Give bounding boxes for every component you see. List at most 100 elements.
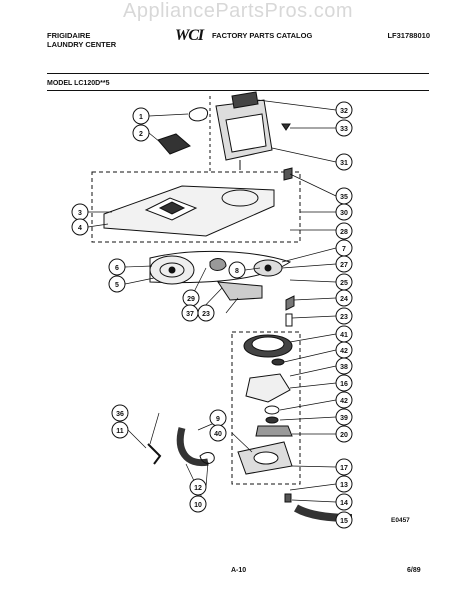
callout-5 [108,275,126,293]
drive-pulley-icon [149,255,195,285]
pump-cover-icon [243,334,293,358]
pad-icon [157,133,191,155]
idler-pulley-icon [209,258,227,271]
diagram-code: E0457 [391,517,410,524]
callout-label-23b: 23 [340,314,348,321]
callout-label-20: 20 [340,432,348,439]
hose-clamp-icon [147,443,162,465]
callout-label-36: 36 [116,411,124,418]
callout-28 [335,222,353,240]
callout-20 [335,425,353,443]
callout-label-35: 35 [340,194,348,201]
callout-label-12: 12 [194,485,202,492]
motor-icon [215,91,273,170]
pump-body-icon [237,441,293,475]
callout-31 [335,153,353,171]
callout-label-7: 7 [342,246,346,253]
callout-label-24: 24 [340,296,348,303]
callout-27 [335,255,353,273]
callout-37 [181,304,199,322]
callout-42b [335,391,353,409]
callout-33 [335,119,353,137]
o-ring-icon [264,405,280,415]
callout-label-5: 5 [115,282,119,289]
callout-42 [335,341,353,359]
wci-logo: WCI [175,27,204,44]
callout-label-13: 13 [340,482,348,489]
callout-16 [335,374,353,392]
callout-label-38: 38 [340,364,348,371]
callout-label-42b: 42 [340,398,348,405]
drive-belt-icon [149,250,292,284]
model-rule [47,90,429,91]
callout-6 [108,258,126,276]
bracket-icon [217,281,263,301]
callout-25 [335,273,353,291]
callout-12 [189,478,207,496]
callout-label-30: 30 [340,210,348,217]
revision-date: 6/89 [407,567,421,574]
callout-label-10: 10 [194,502,202,509]
callout-label-2: 2 [139,131,143,138]
callout-label-15: 15 [340,518,348,525]
callout-label-4: 4 [78,225,82,232]
catalog-number: LF31788010 [387,31,430,40]
washer-icon [265,416,279,424]
callout-15 [335,511,353,529]
callout-13 [335,475,353,493]
screw-icon [284,493,292,503]
callout-label-41: 41 [340,332,348,339]
callout-1 [132,107,150,125]
callout-label-31: 31 [340,160,348,167]
clamp-icon [199,452,215,464]
callout-label-11: 11 [116,428,124,435]
grommet-icon [188,107,208,122]
brand-name: FRIGIDAIRE [47,31,91,40]
callout-label-17: 17 [340,465,348,472]
callout-11 [111,421,129,439]
base-plate-icon [103,185,275,237]
seal-icon [271,358,285,366]
gasket-icon [245,373,291,403]
callout-32 [335,101,353,119]
callout-label-6: 6 [115,265,119,272]
callout-label-14: 14 [340,500,348,507]
callout-40 [209,424,227,442]
callout-label-28: 28 [340,229,348,236]
nut-icon [285,295,295,311]
callout-label-16: 16 [340,381,348,388]
callout-8 [228,261,246,279]
fastener-icon [283,167,293,181]
callout-2 [132,124,150,142]
callout-label-25: 25 [340,280,348,287]
callout-label-32: 32 [340,108,348,115]
callout-label-37: 37 [186,311,194,318]
brand-header: FRIGIDAIRE LAUNDRY CENTER [47,31,116,49]
callout-10 [189,495,207,513]
callout-39 [335,408,353,426]
callout-label-39: 39 [340,415,348,422]
product-line: LAUNDRY CENTER [47,40,117,49]
drain-hose-icon [176,427,209,467]
callout-14 [335,493,353,511]
callout-23b [335,307,353,325]
impeller-icon [255,425,293,437]
callout-label-1: 1 [139,114,143,121]
callout-label-29: 29 [187,296,195,303]
page-number: A-10 [231,567,247,574]
callout-label-23: 23 [202,311,210,318]
callout-label-27: 27 [340,262,348,269]
spring-icon [285,313,293,327]
callout-4 [71,218,89,236]
bolt-icon [281,123,291,131]
catalog-title: FACTORY PARTS CATALOG [212,31,313,40]
header-rule [47,73,429,74]
callout-36 [111,404,129,422]
callout-label-3: 3 [78,210,82,217]
callout-label-40: 40 [214,431,222,438]
callout-label-8: 8 [235,268,239,275]
callout-label-33: 33 [340,126,348,133]
model-label: MODEL LC120D**5 [47,80,110,87]
callout-35 [335,187,353,205]
